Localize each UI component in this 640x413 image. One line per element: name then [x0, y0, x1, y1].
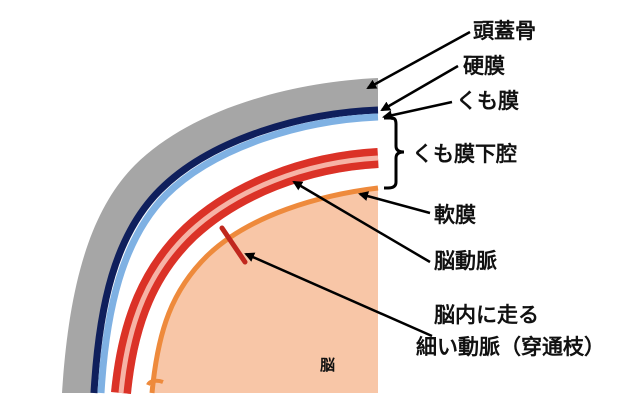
leader-skull — [366, 30, 471, 90]
penetrating-artery — [219, 225, 248, 265]
label-cerebral-artery: 脳動脈 — [434, 249, 497, 273]
leader-pia — [358, 191, 431, 215]
label-subarachnoid-space: くも膜下腔 — [412, 142, 517, 166]
label-skull: 頭蓋骨 — [473, 19, 536, 43]
leader-cerebral-artery — [292, 180, 431, 264]
cerebral-artery-lumen — [118, 155, 379, 394]
leader-arachnoid — [382, 100, 453, 121]
label-brain: 脳 — [320, 356, 335, 374]
brain-tissue — [152, 188, 378, 393]
arachnoid-mater — [97, 113, 379, 394]
subarachnoid-bracket — [384, 116, 405, 190]
label-arachnoid: くも膜 — [456, 89, 519, 113]
label-penetrating-line2: 細い動脈（穿通枝） — [416, 335, 605, 359]
pia-mater-end-curl — [146, 378, 164, 387]
label-pia: 軟膜 — [434, 203, 476, 227]
pia-mater — [149, 185, 379, 394]
dura-mater — [90, 106, 379, 394]
leader-dura — [380, 64, 459, 112]
label-dura: 硬膜 — [463, 54, 505, 78]
label-penetrating-line1: 脳内に走る — [434, 303, 539, 327]
leader-penetrating-artery — [244, 252, 433, 338]
